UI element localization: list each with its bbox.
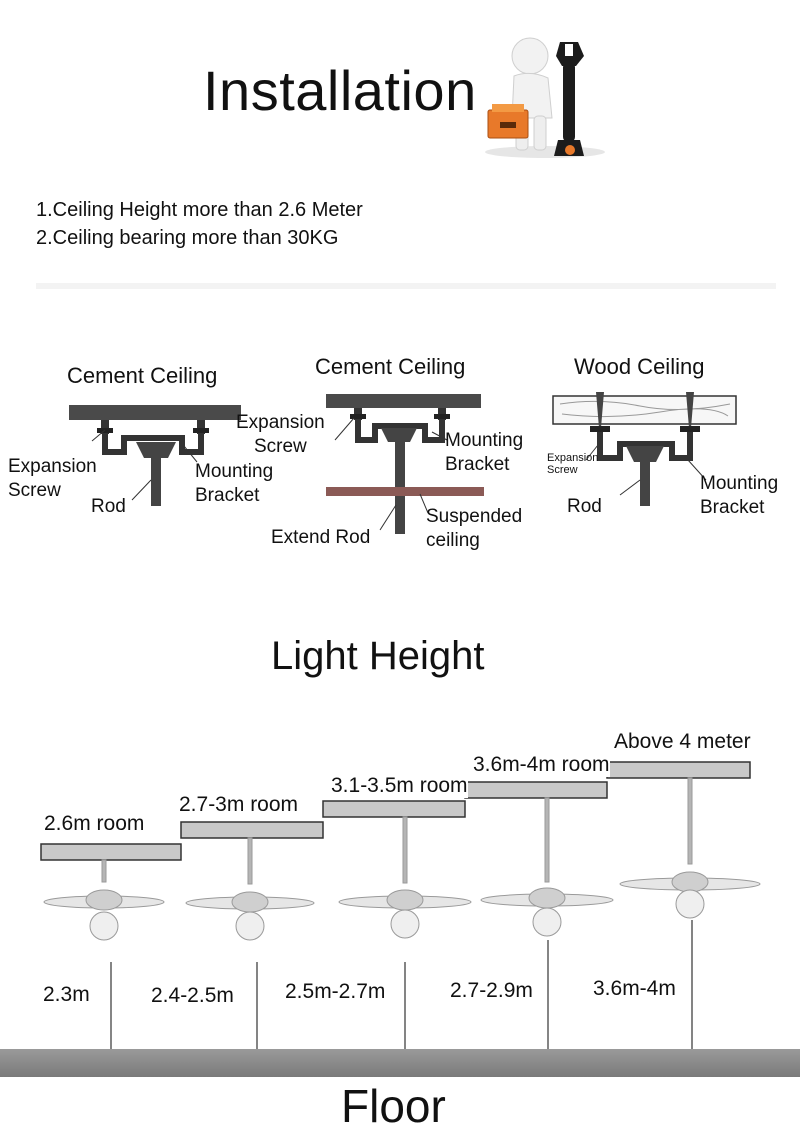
room-label-2: 2.7-3m room	[179, 793, 299, 817]
diagram-2-extend-rod-label: Extend Rod	[271, 527, 371, 548]
room-label-5: Above 4 meter	[614, 730, 751, 754]
ceiling-fan-2	[185, 837, 315, 941]
height-label-2: 2.4-2.5m	[151, 984, 234, 1007]
diagram-2-expansion-label: Expansion Screw	[236, 412, 325, 457]
requirement-1: 1.Ceiling Height more than 2.6 Meter	[36, 199, 363, 221]
ceiling-fan-4	[480, 797, 614, 937]
page-title: Installation	[203, 59, 477, 122]
height-label-5: 3.6m-4m	[593, 977, 676, 1000]
diagram-1-bracket-label: Mounting Bracket	[195, 461, 274, 506]
diagram-1-heading: Cement Ceiling	[67, 363, 218, 388]
room-label-4: 3.6m-4m room	[473, 753, 610, 777]
diagram-1-expansion-label: Expansion Screw	[8, 456, 97, 501]
ceiling-fan-3	[338, 816, 472, 939]
ceiling-fan-5	[619, 777, 761, 919]
room-label-1: 2.6m room	[44, 812, 145, 836]
mascot-illustration	[485, 37, 605, 158]
light-height-illustration	[40, 761, 761, 1050]
diagram-1-rod-label: Rod	[91, 496, 126, 517]
diagram-cement-ceiling-2	[326, 394, 484, 534]
floor-band	[0, 1049, 800, 1077]
floor-label: Floor	[341, 1080, 446, 1132]
requirement-2: 2.Ceiling bearing more than 30KG	[36, 227, 339, 249]
toolbox-icon	[487, 104, 529, 139]
diagram-3-expansion-label: Expansion Screw	[547, 452, 599, 476]
diagram-2-bracket-label: Mounting Bracket	[445, 430, 524, 475]
diagram-cement-ceiling-1	[69, 405, 241, 506]
height-label-3: 2.5m-2.7m	[285, 980, 386, 1003]
height-label-1: 2.3m	[43, 983, 90, 1006]
diagram-3-heading: Wood Ceiling	[574, 354, 705, 379]
ceiling-fan-1	[43, 859, 165, 941]
light-height-title: Light Height	[271, 634, 485, 678]
diagram-2-heading: Cement Ceiling	[315, 354, 466, 379]
diagram-wood-ceiling	[552, 392, 737, 506]
diagram-3-bracket-label: Mounting Bracket	[700, 473, 779, 518]
room-label-3: 3.1-3.5m room	[331, 774, 468, 798]
height-label-4: 2.7-2.9m	[450, 979, 533, 1002]
wrench-icon	[554, 42, 584, 156]
diagram-3-rod-label: Rod	[567, 496, 602, 517]
diagram-2-suspended-label: Suspended ceiling	[426, 506, 523, 551]
